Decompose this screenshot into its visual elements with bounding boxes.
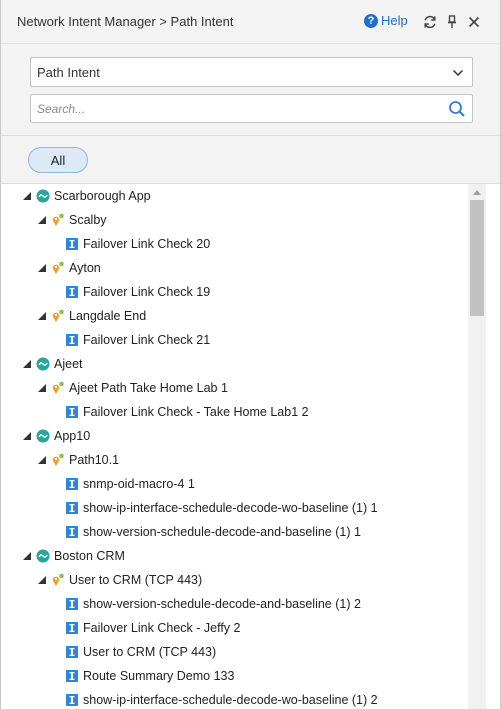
tree-row-intent[interactable]: snmp-oid-macro-4 1 xyxy=(65,472,195,496)
expand-triangle-icon[interactable] xyxy=(37,455,47,465)
tree-row-intent[interactable]: User to CRM (TCP 443) xyxy=(65,640,216,664)
filter-chip-bar: All xyxy=(1,136,500,184)
filter-area: Path Intent xyxy=(1,44,500,136)
tree-row-intent[interactable]: Failover Link Check - Take Home Lab1 2 xyxy=(65,400,309,424)
tree-row-label: Langdale End xyxy=(69,309,147,323)
intent-icon xyxy=(66,334,78,346)
application-icon xyxy=(36,357,50,371)
tree-row-intent[interactable]: Failover Link Check 19 xyxy=(65,280,210,304)
expand-triangle-icon[interactable] xyxy=(37,311,47,321)
path-icon xyxy=(52,381,64,394)
tree-row-label: Ajeet Path Take Home Lab 1 xyxy=(69,381,228,395)
intent-icon xyxy=(66,502,78,514)
scroll-up-icon[interactable] xyxy=(472,188,482,196)
expand-triangle-icon[interactable] xyxy=(22,551,32,561)
tree-row-label: User to CRM (TCP 443) xyxy=(83,645,217,659)
application-icon xyxy=(36,549,50,563)
intent-icon xyxy=(66,646,78,658)
tree-row-label: show-ip-interface-schedule-decode-wo-bas… xyxy=(83,501,378,515)
refresh-icon[interactable] xyxy=(422,14,438,30)
tree-row-intent[interactable]: show-version-schedule-decode-and-baselin… xyxy=(65,592,361,616)
search-icon[interactable] xyxy=(448,100,466,118)
tree-row-path[interactable]: Ajeet Path Take Home Lab 1 xyxy=(37,376,228,400)
pin-icon[interactable] xyxy=(444,14,460,30)
application-icon xyxy=(36,429,50,443)
tree-row-label: Failover Link Check 20 xyxy=(83,237,211,251)
intent-icon xyxy=(66,238,78,250)
vertical-scrollbar[interactable] xyxy=(468,184,486,709)
intent-icon xyxy=(66,526,78,538)
tree-row-intent[interactable]: show-ip-interface-schedule-decode-wo-bas… xyxy=(65,496,378,520)
close-icon[interactable] xyxy=(466,14,482,30)
intent-icon xyxy=(66,670,78,682)
path-icon xyxy=(52,213,64,226)
tree-row-label: snmp-oid-macro-4 1 xyxy=(83,477,195,491)
intent-icon xyxy=(66,694,78,706)
tree-row-label: Scalby xyxy=(69,213,107,227)
help-icon: ? xyxy=(364,13,378,28)
expand-triangle-icon[interactable] xyxy=(22,431,32,441)
tree-row-label: Ayton xyxy=(69,261,101,275)
tree-row-intent[interactable]: show-version-schedule-decode-and-baselin… xyxy=(65,520,361,544)
tree-row-label: Path10.1 xyxy=(69,453,120,467)
search-box xyxy=(30,94,473,123)
tree-row-label: show-version-schedule-decode-and-baselin… xyxy=(83,525,361,539)
scrollbar-thumb[interactable] xyxy=(470,200,484,316)
tree-row-label: show-ip-interface-schedule-decode-wo-bas… xyxy=(83,693,378,707)
tree-row-label: Failover Link Check 21 xyxy=(83,333,211,347)
tree-row-app[interactable]: Boston CRM xyxy=(22,544,125,568)
tree-row-app[interactable]: Scarborough App xyxy=(22,184,151,208)
tree-row-label: show-version-schedule-decode-and-baselin… xyxy=(83,597,361,611)
tree-row-path[interactable]: Ayton xyxy=(37,256,101,280)
application-icon xyxy=(36,189,50,203)
tree-row-intent[interactable]: Route Summary Demo 133 xyxy=(65,664,234,688)
help-label: Help xyxy=(381,13,408,28)
path-icon xyxy=(52,573,64,586)
tree-row-intent[interactable]: Failover Link Check 20 xyxy=(65,232,210,256)
tree-row-label: Failover Link Check - Jeffy 2 xyxy=(83,621,241,635)
tree-row-path[interactable]: User to CRM (TCP 443) xyxy=(37,568,202,592)
tree-row-label: Failover Link Check - Take Home Lab1 2 xyxy=(83,405,309,419)
intent-icon xyxy=(66,406,78,418)
intent-icon xyxy=(66,286,78,298)
tree-row-label: User to CRM (TCP 443) xyxy=(69,573,203,587)
tree-row-label: App10 xyxy=(54,429,91,443)
tree-row-label: Route Summary Demo 133 xyxy=(83,669,235,683)
expand-triangle-icon[interactable] xyxy=(22,359,32,369)
intent-icon xyxy=(66,598,78,610)
intent-type-select[interactable]: Path Intent xyxy=(30,57,473,87)
expand-triangle-icon[interactable] xyxy=(37,263,47,273)
tree-row-app[interactable]: Ajeet xyxy=(22,352,83,376)
expand-triangle-icon[interactable] xyxy=(37,215,47,225)
path-icon xyxy=(52,261,64,274)
help-link[interactable]: ? Help xyxy=(364,13,408,28)
tree-row-app[interactable]: App10 xyxy=(22,424,90,448)
breadcrumb: Network Intent Manager > Path Intent xyxy=(17,14,234,29)
expand-triangle-icon[interactable] xyxy=(37,383,47,393)
path-icon xyxy=(52,309,64,322)
tree-row-intent[interactable]: show-ip-interface-schedule-decode-wo-bas… xyxy=(65,688,378,709)
intent-type-value: Path Intent xyxy=(37,65,100,80)
tree-row-intent[interactable]: Failover Link Check 21 xyxy=(65,328,210,352)
intent-icon xyxy=(66,478,78,490)
path-icon xyxy=(52,453,64,466)
tree-row-intent[interactable]: Failover Link Check - Jeffy 2 xyxy=(65,616,240,640)
title-bar: Network Intent Manager > Path Intent ? H… xyxy=(1,0,500,44)
intent-icon xyxy=(66,622,78,634)
tree-row-path[interactable]: Langdale End xyxy=(37,304,146,328)
expand-triangle-icon[interactable] xyxy=(37,575,47,585)
tree-row-label: Ajeet xyxy=(54,357,83,371)
tree-row-label: Boston CRM xyxy=(54,549,125,563)
tree-row-path[interactable]: Path10.1 xyxy=(37,448,119,472)
tree-row-path[interactable]: Scalby xyxy=(37,208,107,232)
expand-triangle-icon[interactable] xyxy=(22,191,32,201)
all-filter-chip[interactable]: All xyxy=(28,147,88,173)
chevron-down-icon xyxy=(452,69,464,77)
search-input[interactable] xyxy=(31,95,431,122)
tree-row-label: Failover Link Check 19 xyxy=(83,285,211,299)
tree-row-label: Scarborough App xyxy=(54,189,151,203)
